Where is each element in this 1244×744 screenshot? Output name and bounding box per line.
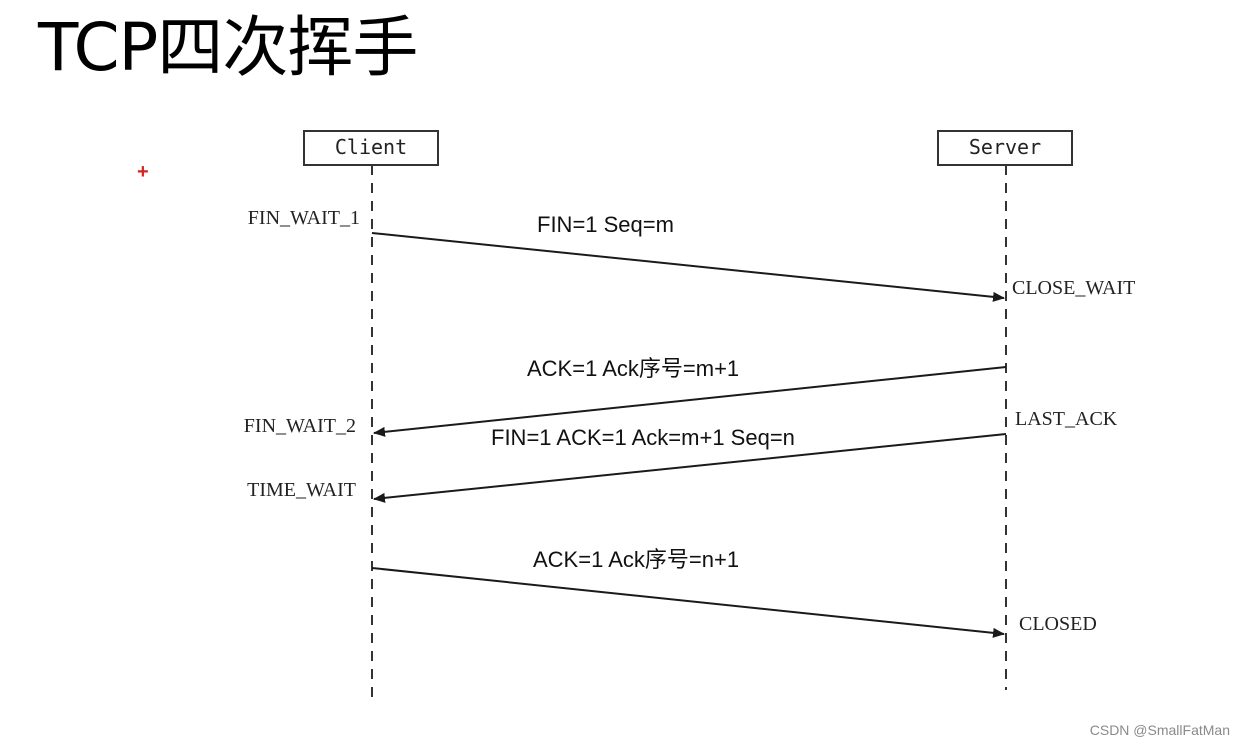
client-state-fin-wait-1: FIN_WAIT_1: [248, 207, 360, 229]
message-ack-n: ACK=1 Ack序号=n+1: [533, 547, 739, 572]
client-state-fin-wait-2: FIN_WAIT_2: [244, 415, 356, 437]
client-box: [303, 130, 439, 166]
server-participant: Server: [937, 130, 1073, 166]
message-ack-m: ACK=1 Ack序号=m+1: [527, 356, 739, 381]
arrow-fin-2: [373, 433, 1007, 503]
server-state-last-ack: LAST_ACK: [1015, 408, 1118, 430]
arrow-ack-2: [371, 567, 1005, 638]
client-state-time-wait: TIME_WAIT: [247, 479, 356, 501]
server-state-close-wait: CLOSE_WAIT: [1012, 277, 1135, 299]
message-fin-ack: FIN=1 ACK=1 Ack=m+1 Seq=n: [491, 425, 795, 450]
arrow-fin-1: [371, 232, 1005, 302]
watermark: CSDN @SmallFatMan: [1089, 722, 1230, 738]
client-label: Client: [335, 135, 407, 159]
server-label: Server: [969, 135, 1041, 159]
server-state-closed: CLOSED: [1019, 613, 1097, 635]
message-fin-seq: FIN=1 Seq=m: [537, 212, 674, 237]
client-participant: Client: [303, 130, 439, 166]
cursor-marker: +: [137, 161, 149, 183]
page-title: TCP四次挥手: [38, 9, 418, 86]
arrow-ack-1: [373, 366, 1007, 437]
server-box: [937, 130, 1073, 166]
